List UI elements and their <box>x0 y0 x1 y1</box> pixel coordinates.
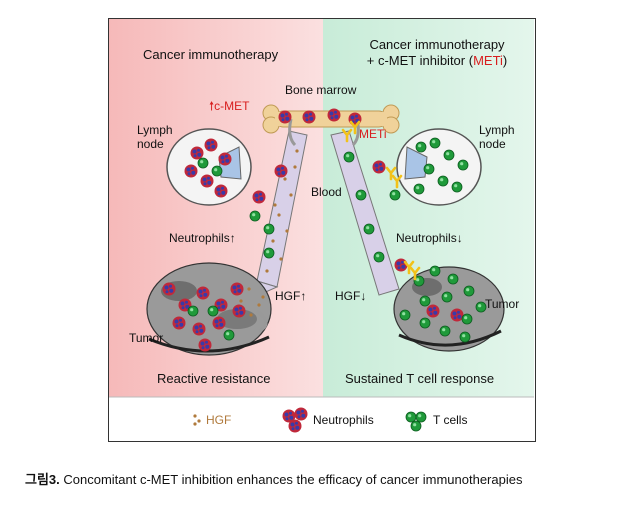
neutrophils-down-label: Neutrophils↓ <box>396 231 463 245</box>
left-panel-footer: Reactive resistance <box>157 371 271 386</box>
neutrophils-up-text: Neutrophils <box>169 231 230 245</box>
down-arrow-icon: ↓ <box>360 289 367 303</box>
neutrophils-down-text: Neutrophils <box>396 231 457 245</box>
up-arrow-icon: ↑ <box>300 289 307 303</box>
left-panel-title: Cancer immunotherapy <box>143 47 279 62</box>
tumor-right-shape <box>393 266 505 352</box>
down-arrow-icon: ↓ <box>456 231 463 245</box>
legend-tcells-label: T cells <box>433 413 468 427</box>
right-panel-title-meti: METi <box>473 53 503 68</box>
blood-label: Blood <box>311 185 342 199</box>
meti-label: METi <box>359 127 387 141</box>
lymph-node-left-text: Lymph node <box>137 123 173 151</box>
right-panel-title: Cancer immunotherapy + c-MET inhibitor (… <box>339 37 535 69</box>
figure-number: 그림3. <box>25 472 60 487</box>
tumor-right-label: Tumor <box>485 297 520 311</box>
lymph-node-right-text: Lymph node <box>479 123 515 151</box>
up-arrow-icon: 🠕 <box>209 99 215 113</box>
hgf-down-label: HGF↓ <box>335 289 366 303</box>
figure-caption: 그림3. Concomitant c-MET inhibition enhanc… <box>25 469 522 488</box>
up-arrow-icon: ↑ <box>229 231 236 245</box>
legend-tcells-icon <box>405 411 427 432</box>
lymph-node-right-label: Lymph node <box>479 123 515 151</box>
right-panel-title-line2: + c-MET inhibitor (METi) <box>339 53 535 69</box>
legend-neutrophils-icon <box>282 407 308 433</box>
caption-text: Concomitant c-MET inhibition enhances th… <box>59 472 523 487</box>
cmet-text: c-MET <box>214 99 250 113</box>
lymph-node-left-label: Lymph node <box>137 123 173 151</box>
hgf-down-text: HGF <box>335 289 361 303</box>
cmet-up-label: 🠕c-MET <box>209 97 249 118</box>
hgf-dots <box>239 149 299 317</box>
neutrophils-up-label: Neutrophils↑ <box>169 231 236 245</box>
right-panel-title-line1: Cancer immunotherapy <box>369 37 505 52</box>
diagram-illustration <box>109 19 534 433</box>
figure-frame: Cancer immunotherapy Cancer immunotherap… <box>108 18 536 442</box>
legend-hgf-icon <box>193 414 201 426</box>
bone-marrow-label: Bone marrow <box>285 83 357 97</box>
right-panel-title-prefix: + c-MET inhibitor ( <box>366 53 474 68</box>
legend-hgf-label: HGF <box>206 413 232 427</box>
tumor-left-label: Tumor <box>129 331 164 345</box>
hgf-up-text: HGF <box>275 289 301 303</box>
legend-neutrophils-label: Neutrophils <box>313 413 374 427</box>
hgf-up-label: HGF↑ <box>275 289 306 303</box>
right-panel-title-suffix: ) <box>502 53 508 68</box>
right-panel-footer: Sustained T cell response <box>345 371 495 386</box>
